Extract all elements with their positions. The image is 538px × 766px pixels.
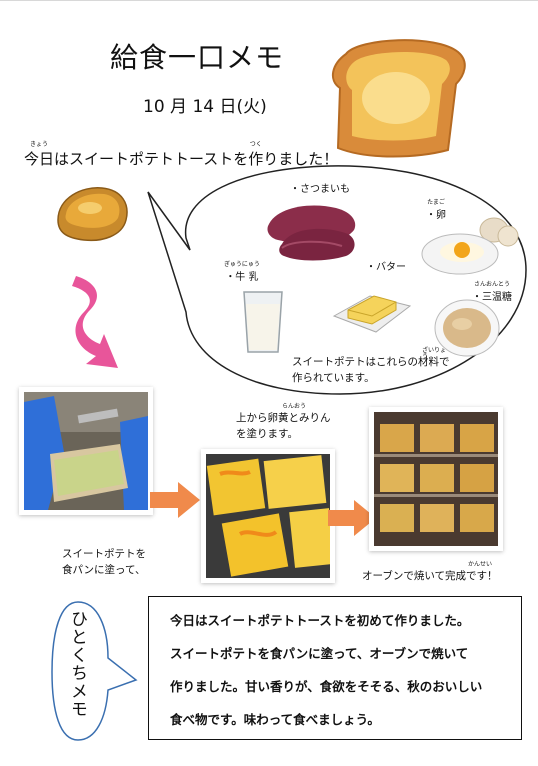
- step3-ruby: かんせい: [468, 561, 493, 568]
- step1-photo-art: [24, 392, 148, 510]
- date-label: 10 月 14 日(火): [143, 97, 267, 117]
- step3-photo: [374, 412, 498, 546]
- lead-sentence: きょう今日はスイートポテトトーストをつく作りました！: [24, 142, 338, 169]
- step1-line1: スイートポテトを: [62, 548, 146, 560]
- sweet-potato-pastry-illustration: [57, 187, 128, 242]
- step1-caption: スイートポテトを 食パンに塗って、: [62, 546, 146, 578]
- page-top-border: [0, 0, 538, 1]
- ingredients-note-line1-wrap: ざいりょう スイートポテトはこれらの材料で: [292, 348, 450, 370]
- memo-line3: 作りました。甘い香りが、食欲をそそる、秋のおいしい: [170, 679, 483, 694]
- step3-text: オーブンで焼いて完成です！: [362, 570, 498, 582]
- lead-mid: はスイートポテトトーストを: [54, 150, 249, 168]
- ingredients-note-line1: スイートポテトはこれらの材料で: [292, 356, 450, 368]
- step2-ruby: らんおう: [282, 403, 307, 410]
- lead-verb: 作: [248, 150, 264, 168]
- milk-text: ・牛 乳: [225, 272, 259, 283]
- ingredients-note: ざいりょう スイートポテトはこれらの材料で 作られています。: [292, 348, 450, 386]
- ingredient-label-milk: ぎゅうにゅう・牛 乳: [224, 262, 260, 284]
- memo-label-bubble: [51, 601, 138, 741]
- step2-photo-art: [206, 454, 330, 578]
- lead-verb-group: つく作: [248, 142, 263, 169]
- step2-line1: 上から卵黄とみりん: [236, 412, 331, 424]
- sugar-text: ・三温糖: [472, 292, 512, 303]
- memo-text: 今日はスイートポテトトーストを初めて作りました。 スイートポテトを食パンに塗って…: [170, 604, 510, 736]
- lead-pre: 今日: [24, 150, 55, 168]
- egg-label-group: たまご・卵: [426, 199, 446, 222]
- egg-ruby: たまご: [427, 199, 445, 206]
- milk-glass-illustration: [243, 291, 283, 353]
- orange-arrow-1: [150, 482, 200, 518]
- ingredient-label-butter: ・バター: [366, 262, 406, 273]
- egg-text: ・卵: [426, 210, 446, 221]
- pink-down-arrow: [72, 276, 118, 368]
- ingredient-label-sugar: さんおんとう・三温糖: [472, 282, 512, 304]
- step2-line1-wrap: らんおう 上から卵黄とみりん: [236, 404, 331, 426]
- sugar-label-group: さんおんとう・三温糖: [472, 281, 512, 304]
- memo-line4: 食べ物です。味わって食べましょう。: [170, 712, 380, 727]
- step1-line2: 食パンに塗って、: [62, 564, 146, 576]
- step3-photo-art: [374, 412, 498, 546]
- lead-ruby-group: きょう今日: [24, 142, 54, 169]
- egg-bowl-illustration: [421, 217, 519, 275]
- ingredients-note-line2: 作られています。: [292, 372, 375, 384]
- memo-line1: 今日はスイートポテトトーストを初めて作りました。: [170, 613, 470, 628]
- step2-line2: を塗ります。: [236, 428, 298, 440]
- ingredient-label-sweet-potato: ・さつまいも: [290, 184, 350, 195]
- sugar-ruby: さんおんとう: [473, 281, 510, 288]
- memo-label: ひとくちメモ: [67, 610, 87, 718]
- lead-ruby: きょう: [30, 141, 49, 148]
- toast-illustration: [331, 39, 466, 158]
- ingredients-note-ruby: ざいりょう: [422, 347, 447, 360]
- butter-illustration: [332, 295, 412, 333]
- page-title: 給食一口メモ: [110, 41, 285, 74]
- orange-arrow-2: [328, 500, 376, 536]
- step2-caption: らんおう 上から卵黄とみりん を塗ります。: [236, 404, 331, 442]
- sweet-potato-illustration: [267, 205, 356, 261]
- step2-photo: [206, 454, 330, 578]
- memo-box: [148, 596, 522, 740]
- ingredients-speech-bubble: [147, 165, 527, 395]
- milk-ruby: ぎゅうにゅう: [224, 261, 260, 268]
- ingredient-label-egg: たまご・卵: [426, 200, 446, 222]
- step1-photo: [24, 392, 148, 510]
- memo-line2: スイートポテトを食パンに塗って、オーブンで焼いて: [170, 646, 469, 661]
- lead-post: りました！: [263, 150, 339, 168]
- lead-verb-ruby: つく: [249, 141, 262, 148]
- sugar-bowl-illustration: [434, 299, 500, 357]
- step3-caption: かんせい オーブンで焼いて完成です！: [362, 562, 498, 584]
- milk-label-group: ぎゅうにゅう・牛 乳: [224, 261, 260, 284]
